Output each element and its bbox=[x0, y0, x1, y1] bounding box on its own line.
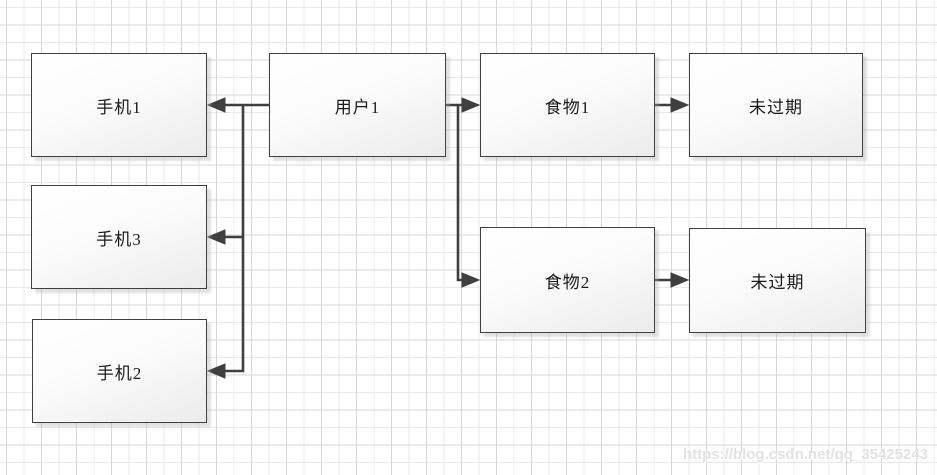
arrowhead-into-food2 bbox=[461, 272, 481, 288]
arrowhead-into-expire2 bbox=[670, 272, 690, 288]
node-phone1[interactable]: 手机1 bbox=[31, 53, 207, 157]
node-expire2-label: 未过期 bbox=[750, 273, 805, 292]
node-food1-label: 食物1 bbox=[544, 97, 591, 117]
node-phone1-label: 手机1 bbox=[96, 97, 142, 117]
node-expire2[interactable]: 未过期 bbox=[689, 228, 866, 333]
node-user1[interactable]: 用户1 bbox=[269, 53, 446, 157]
node-phone3-label: 手机3 bbox=[96, 229, 142, 249]
node-user1-label: 用户1 bbox=[334, 97, 381, 117]
node-food2[interactable]: 食物2 bbox=[480, 227, 655, 333]
arrowhead-into-phone1 bbox=[206, 97, 226, 113]
node-expire1-label: 未过期 bbox=[749, 97, 803, 117]
node-phone2[interactable]: 手机2 bbox=[32, 319, 207, 423]
node-phone2-label: 手机2 bbox=[96, 363, 143, 383]
node-food2-label: 食物2 bbox=[544, 272, 591, 292]
arrowhead-into-phone2 bbox=[206, 363, 226, 379]
node-expire1[interactable]: 未过期 bbox=[689, 53, 863, 157]
node-food1[interactable]: 食物1 bbox=[480, 53, 655, 157]
arrowhead-into-food1 bbox=[461, 97, 481, 113]
arrowhead-into-expire1 bbox=[670, 97, 690, 113]
arrowhead-into-phone3 bbox=[206, 229, 226, 245]
node-phone3[interactable]: 手机3 bbox=[31, 185, 207, 289]
connector-user1-phone2[interactable] bbox=[224, 105, 245, 373]
connector-user1-food2[interactable] bbox=[456, 105, 464, 282]
